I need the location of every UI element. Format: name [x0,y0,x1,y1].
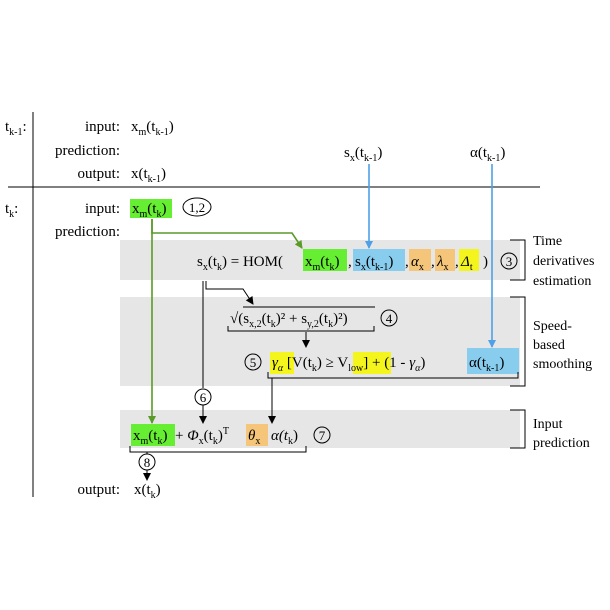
curr-prediction-label: prediction: [55,224,120,240]
hom-arg2: sx(tk-1) [355,254,393,273]
hom-bracket [510,239,526,281]
hom-note-line-3: estimation [533,274,591,289]
step-7-label: 7 [319,428,326,443]
alpha-prev-highlight [467,348,519,374]
prev-alpha-signal: α(tk-1) [470,145,505,164]
prev-prediction-label: prediction: [55,143,120,159]
step-3-marker [500,252,518,270]
hom-close: ) [483,254,488,270]
pred-theta: θx [248,428,260,447]
smoothing-alpha-prev: α(tk-1) [469,355,504,374]
hom-arg3: αx [411,254,424,273]
smoothing-formula: γα [V(tk) ≥ Vlow] + (1 - γα) [272,355,425,374]
hom-arg1-highlight [303,249,347,271]
pred-phi-term: + Φx(tk)T [175,426,229,447]
hom-equation: sx(tk) = HOM( xm(tk) , sx(tk-1) , αx , λ… [197,234,594,289]
hom-arg4: λx [436,254,449,273]
prediction-band [120,410,520,448]
smoothing-note-line-1: Speed- [533,319,572,334]
smoothing-note-line-2: based [533,338,565,353]
step-8-label: 8 [144,455,151,470]
prev-time-label: tk-1: [5,119,27,138]
hom-comma-2: , [405,254,409,270]
prediction-bracket [510,409,526,449]
prev-output-label: output: [77,166,120,182]
curr-time-label: tk: [5,201,18,220]
hom-comma-4: , [455,254,459,270]
vlow-highlight [353,352,391,374]
step-4-label: 4 [386,311,393,326]
hom-arg2-highlight [353,249,405,271]
smoothing-equation: 5 γα [V(tk) ≥ Vlow] + (1 - γα) α(tk-1) S… [244,296,592,387]
smoothing-band [120,297,520,386]
hom-arg5-highlight [459,249,479,271]
step-4-marker [380,309,398,327]
pred-x-highlight [131,424,175,446]
prev-input-label: input: [85,119,120,135]
step-1-2-label: 1,2 [189,200,205,215]
hom-formula: sx(tk) = HOM( [197,254,283,273]
step-3-label: 3 [506,254,513,269]
hom-arg3-highlight [409,249,431,271]
hom-comma-1: , [348,254,352,270]
smoothing-bracket [510,296,526,387]
curr-input-value: xm(tk) [132,201,166,220]
arrow-hom-to-speed [205,281,254,305]
step-7-marker [313,426,331,444]
step-5-marker [244,353,262,371]
prev-step-block: tk-1: input: prediction: output: xm(tk-1… [5,119,505,185]
step-1-2-marker [182,197,212,217]
smoothing-underbrace [267,372,519,379]
step-5-label: 5 [250,355,257,370]
prediction-note-line-2: prediction [533,436,590,451]
curr-step-block: tk: input: prediction: output: xm(tk) 1,… [5,197,212,501]
hom-note-line-2: derivatives [533,254,594,269]
prediction-underbrace [129,446,307,453]
curr-output-value: x(tk) [134,482,161,501]
hom-note-line-1: Time [533,234,562,249]
curr-output-label: output: [77,482,120,498]
input-highlight [130,199,172,218]
speed-equation: √(sx,2(tk)² + sy,2(tk)²) 4 [227,306,398,332]
pred-theta-highlight [246,424,268,446]
step-6-label: 6 [200,390,207,405]
hom-arg1: xm(tk) [305,254,339,273]
gamma-highlight [270,352,294,374]
hom-comma-3: , [431,254,435,270]
prediction-equation: xm(tk) + Φx(tk)T θx α(tk) 7 Input predic… [129,409,590,453]
prediction-note-line-1: Input [533,417,563,432]
hom-arg5: Δt [460,254,473,273]
prev-output-value: x(tk-1) [131,166,166,185]
speed-underbrace [227,326,375,332]
speed-formula: √(sx,2(tk)² + sy,2(tk)²) [230,311,348,330]
smoothing-note-line-3: smoothing [533,357,592,372]
pred-alpha: α(tk) [271,428,298,447]
pred-x: xm(tk) [133,428,167,447]
hom-arg4-highlight [435,249,455,271]
prev-input-value: xm(tk-1) [131,119,174,138]
curr-input-label: input: [85,201,120,217]
prev-s-signal: sx(tk-1) [344,145,382,164]
